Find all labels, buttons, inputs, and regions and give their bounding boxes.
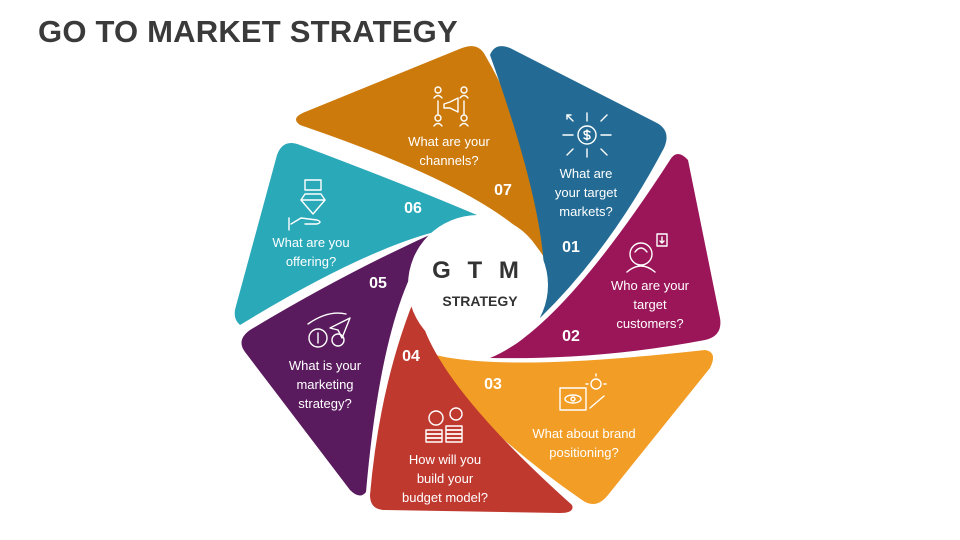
segment-01-label: What are your target markets? 01 — [555, 166, 618, 256]
segment-05-line-1: What is your — [289, 358, 362, 373]
segment-05-number: 05 — [369, 275, 387, 292]
segment-03-line-2: positioning? — [549, 445, 618, 460]
segment-03-number: 03 — [484, 376, 502, 393]
segment-05-line-2: marketing — [296, 377, 353, 392]
segment-07-line-2: channels? — [419, 153, 478, 168]
segment-01-line-1: What are — [560, 166, 613, 181]
segment-01-number: 01 — [562, 239, 580, 256]
segment-06-line-1: What are you — [272, 235, 349, 250]
segment-07-shape — [296, 46, 548, 266]
segment-05-shape — [241, 228, 445, 496]
segment-05-line-3: strategy? — [298, 396, 351, 411]
segment-01-line-2: your target — [555, 185, 618, 200]
center-main-label: G T M — [432, 257, 524, 284]
channels-icon — [433, 86, 469, 127]
segment-07-number: 07 — [494, 182, 512, 199]
segment-07-line-1: What are your — [408, 134, 490, 149]
segment-04-line-1: How will you — [409, 452, 481, 467]
segment-04-number: 04 — [402, 348, 420, 365]
segment-02-number: 02 — [562, 328, 580, 345]
segment-07-label: What are your channels? 07 — [408, 134, 512, 199]
segment-06-line-2: offering? — [286, 254, 336, 269]
page-title: GO TO MARKET STRATEGY — [38, 14, 458, 49]
segment-03-label: What about brand positioning? 03 — [484, 376, 636, 460]
marketing-strategy-icon — [307, 312, 351, 348]
segment-06-label: What are you offering? 06 — [272, 200, 422, 269]
budget-icon — [425, 407, 463, 443]
segment-01-line-3: markets? — [559, 204, 612, 219]
segment-03-line-1: What about brand — [532, 426, 635, 441]
segment-02-line-2: target — [633, 297, 667, 312]
segment-02-line-1: Who are your — [611, 278, 690, 293]
segment-06-number: 06 — [404, 200, 422, 217]
segment-05-label: What is your marketing strategy? 05 — [289, 275, 387, 411]
segment-02-line-3: customers? — [616, 316, 683, 331]
segment-02-label: Who are your target customers? 02 — [562, 278, 690, 345]
segment-04-line-2: build your — [417, 471, 474, 486]
segment-04-shape — [370, 290, 573, 513]
center-circle — [408, 215, 548, 355]
segment-03-shape — [420, 350, 714, 504]
offering-icon — [288, 179, 326, 231]
customer-icon — [626, 233, 668, 273]
brand-positioning-icon — [559, 373, 607, 411]
segment-04-label: How will you build your budget model? 04 — [402, 348, 488, 505]
segment-02-shape — [490, 154, 721, 359]
segment-06-shape — [234, 142, 500, 325]
segment-04-line-3: budget model? — [402, 490, 488, 505]
target-market-icon — [562, 112, 612, 158]
segment-01-shape — [490, 46, 667, 319]
center-sub-label: STRATEGY — [442, 293, 518, 309]
